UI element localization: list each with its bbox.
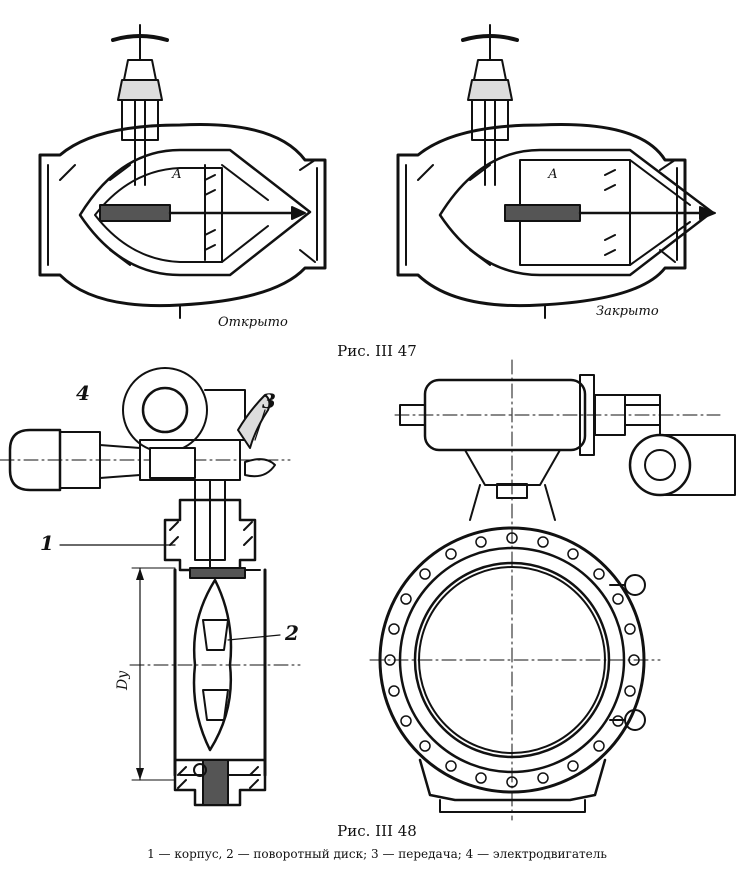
callout-1: 1 [40, 531, 54, 555]
callout-3: 3 [262, 389, 276, 413]
callout-2: 2 [284, 621, 299, 645]
chamber-label-open: А [171, 167, 182, 182]
valve-closed-drawing [396, 24, 716, 319]
butterfly-valve-section [0, 367, 301, 807]
state-closed-label: Закрыто [596, 304, 659, 319]
figure-caption-iii-48: Рис. III 48 [337, 822, 417, 840]
chamber-label-closed: А [547, 167, 558, 182]
butterfly-valve-front-view [369, 359, 736, 821]
nominal-diameter-label: Dу [115, 670, 131, 691]
state-open-label: Открыто [218, 315, 288, 330]
callout-4: 4 [76, 381, 90, 405]
figure-caption-iii-47: Рис. III 47 [337, 342, 417, 360]
figure-legend: 1 — корпус, 2 — поворотный диск; 3 — пер… [147, 847, 607, 861]
valve-open-drawing [38, 24, 327, 319]
